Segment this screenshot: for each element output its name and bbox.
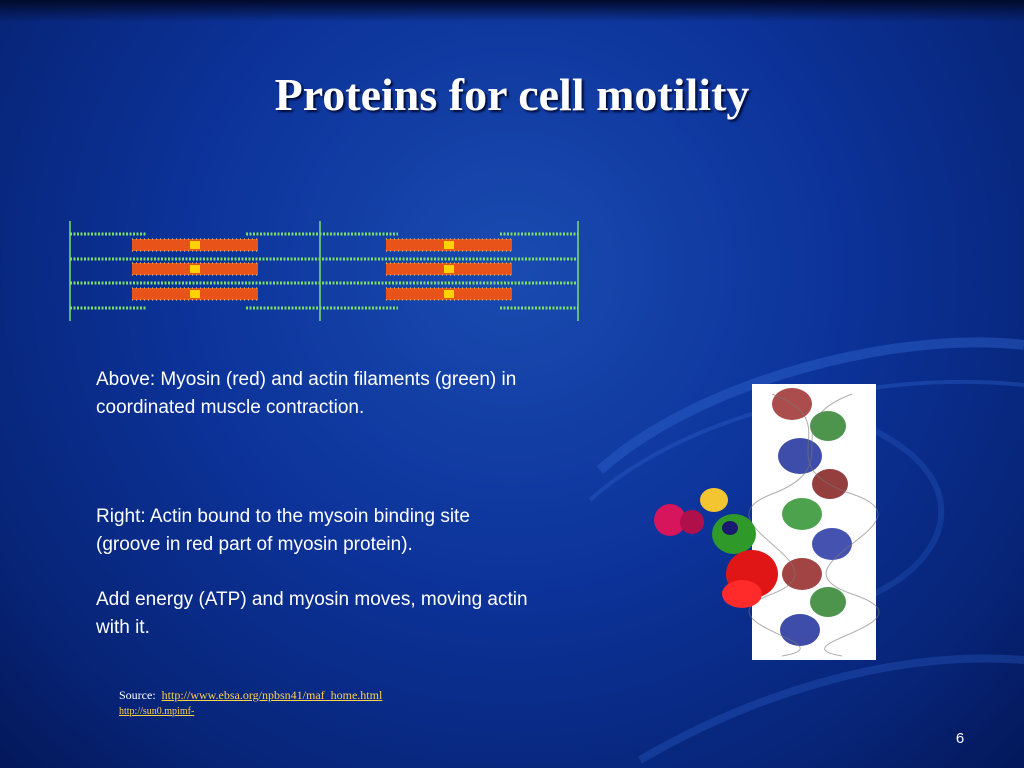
source-citation: Source: http://www.ebsa.org/npbsn41/maf_h… bbox=[119, 688, 382, 719]
source-label: Source: bbox=[119, 688, 156, 702]
source-link-mpimf[interactable]: http://sun0.mpimf- bbox=[119, 706, 195, 717]
source-link-ebsa[interactable]: http://www.ebsa.org/npbsn41/maf_home.htm… bbox=[161, 688, 383, 702]
slide-title: Proteins for cell motility bbox=[274, 69, 750, 120]
top-band bbox=[0, 0, 1024, 22]
paragraph-binding-site: Right: Actin bound to the mysoin binding… bbox=[96, 506, 470, 555]
paragraph-myosin-actin: Above: Myosin (red) and actin filaments … bbox=[96, 369, 517, 418]
page-number: 6 bbox=[955, 730, 965, 747]
actin-myosin-molecule-image bbox=[654, 384, 880, 660]
paragraph-atp-energy: Add energy (ATP) and myosin moves, movin… bbox=[96, 589, 528, 638]
sarcomere-diagram bbox=[69, 221, 579, 321]
